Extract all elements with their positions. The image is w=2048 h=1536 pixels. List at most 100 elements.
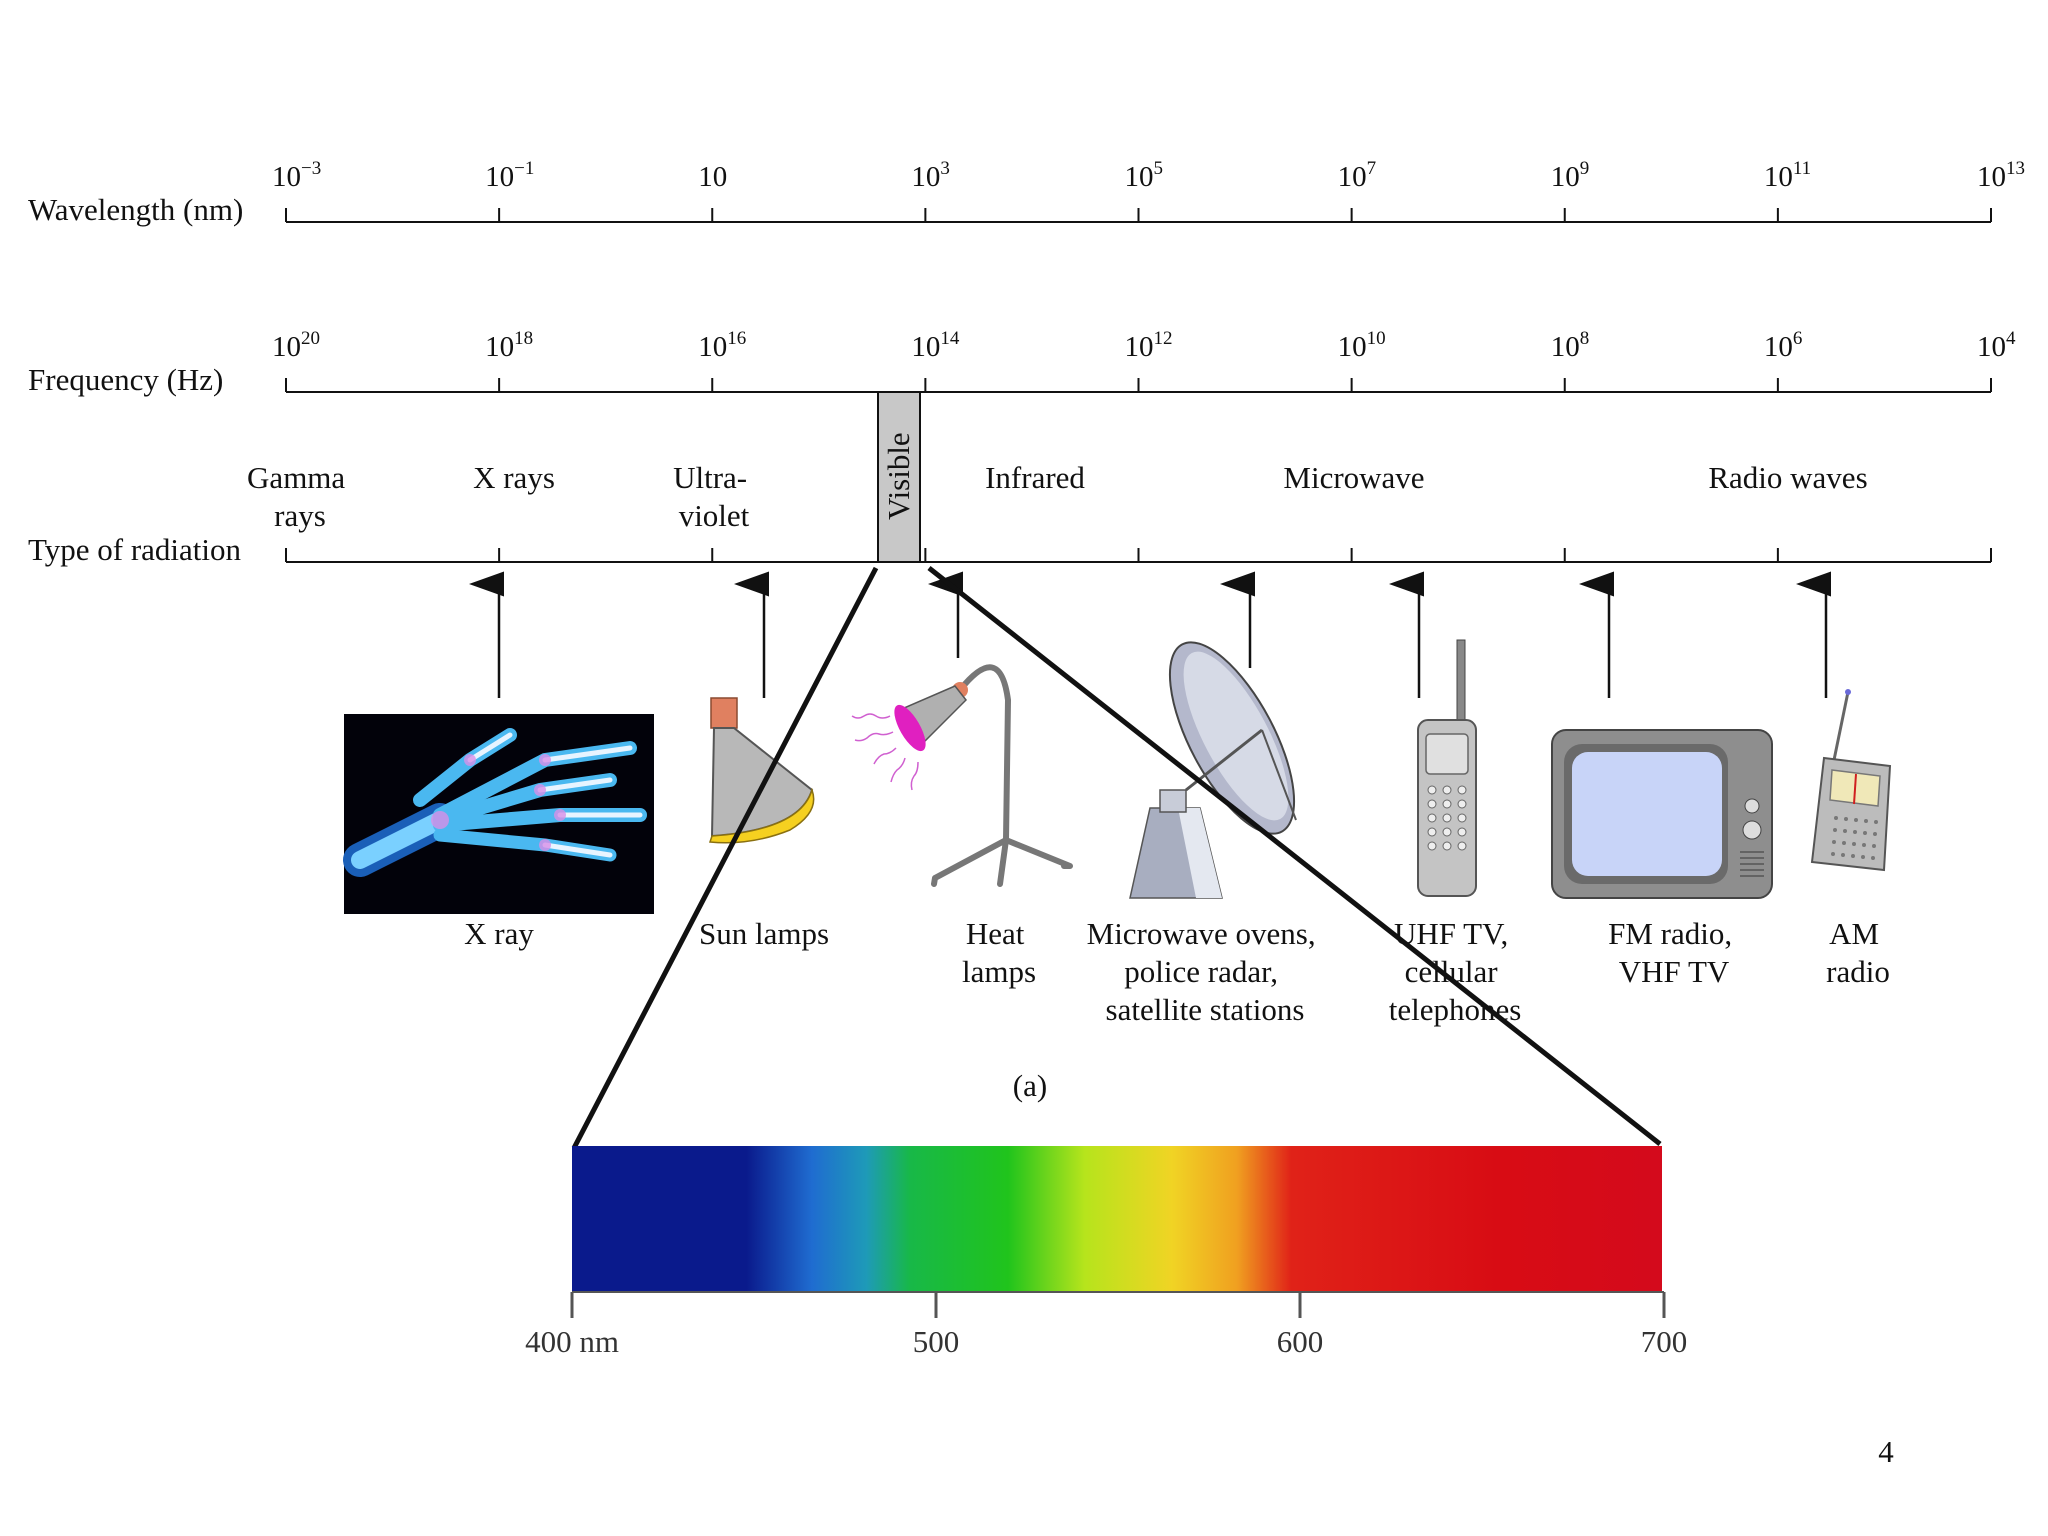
fr-tick-label: 1012	[1125, 328, 1173, 363]
tick-label-exponent: 12	[1154, 328, 1173, 349]
wl-tick-label: 105	[1125, 158, 1164, 193]
application-label-uhf-line2: cellular	[1405, 954, 1499, 989]
tick-label-exponent: 11	[1793, 158, 1811, 179]
visible-band	[877, 391, 921, 563]
spectrum-label-600: 600	[1277, 1324, 1324, 1359]
tick-label-exponent: −1	[514, 158, 534, 179]
application-label-uhf-line1: UHF TV,	[1394, 916, 1508, 951]
application-label-heatlamps: Heat lamps	[962, 916, 1036, 989]
tick-label-exponent: 3	[940, 158, 950, 179]
tick-label-exponent: 10	[1367, 328, 1386, 349]
zoom-line-right	[927, 566, 1662, 1146]
wavelength-axis-label: Wavelength (nm)	[28, 192, 243, 227]
application-label-microwave-line2: police radar,	[1124, 954, 1278, 989]
zoom-line-left	[571, 566, 879, 1150]
application-label-sunlamps: Sun lamps	[699, 916, 829, 951]
tick-label-base: 10	[272, 161, 301, 193]
tick-label-base: 10	[1764, 161, 1793, 193]
radiation-type-gamma: Gamma rays	[247, 460, 353, 533]
figure-caption: (a)	[1013, 1068, 1047, 1103]
radiation-type-xrays: X rays	[473, 460, 555, 495]
radiation-type-gamma-line2: rays	[274, 498, 326, 533]
tick-label-base: 10	[1977, 331, 2006, 363]
radiation-type-ultraviolet-line2: violet	[679, 498, 750, 533]
application-label-xray: X ray	[464, 916, 534, 951]
application-label-am-line2: radio	[1826, 954, 1890, 989]
radiation-type-radio-line1: Radio waves	[1708, 460, 1867, 495]
fr-tick-label: 1018	[485, 328, 533, 363]
television-icon	[1551, 729, 1773, 899]
wl-tick-label: 1011	[1764, 158, 1811, 193]
hand-xray-icon	[343, 714, 654, 914]
radiation-type-ultraviolet: Ultra- violet	[673, 460, 755, 533]
radiation-type-infrared: Infrared	[985, 460, 1085, 495]
tick-label-base: 10	[485, 161, 514, 193]
tick-label-base: 10	[485, 331, 514, 363]
radiation-ticks	[285, 548, 1992, 562]
fr-tick-label: 108	[1551, 328, 1590, 363]
heat-lamp-icon	[851, 664, 1073, 887]
tick-label-exponent: 20	[301, 328, 320, 349]
tick-label-exponent: −3	[301, 158, 321, 179]
radiation-type-infrared-line1: Infrared	[985, 460, 1085, 495]
tick-label-exponent: 8	[1580, 328, 1590, 349]
cell-phone-icon	[1417, 639, 1477, 897]
fr-tick-label: 1014	[911, 328, 960, 363]
tick-label-base: 10	[1551, 161, 1580, 193]
wl-tick-label: 109	[1551, 158, 1590, 193]
tick-label-exponent: 7	[1367, 158, 1377, 179]
page-number: 4	[1878, 1434, 1894, 1469]
tick-label-base: 10	[1125, 331, 1154, 363]
application-label-heatlamps-line2: lamps	[962, 954, 1036, 989]
radiation-type-radio: Radio waves	[1708, 460, 1867, 495]
frequency-axis-label: Frequency (Hz)	[28, 362, 223, 397]
application-label-fm: FM radio, VHF TV	[1608, 916, 1740, 989]
radiation-type-microwave: Microwave	[1283, 460, 1424, 495]
spectrum-label-700: 700	[1641, 1324, 1688, 1359]
application-label-fm-line1: FM radio,	[1608, 916, 1732, 951]
wl-tick-label: 10	[698, 161, 727, 193]
application-label-microwave: Microwave ovens, police radar, satellite…	[1087, 916, 1324, 1027]
application-label-xray-line1: X ray	[464, 916, 534, 951]
spectrum-ticks	[570, 1292, 1666, 1318]
spectrum-label-500: 500	[913, 1324, 960, 1359]
tick-label-base: 10	[698, 161, 727, 193]
visible-band-label: Visible	[881, 432, 916, 520]
radiation-type-microwave-line1: Microwave	[1283, 460, 1424, 495]
application-label-uhf: UHF TV, cellular telephones	[1389, 916, 1522, 1027]
tick-label-base: 10	[1764, 331, 1793, 363]
fr-tick-label: 104	[1977, 328, 2016, 363]
satellite-dish-icon	[1129, 641, 1297, 899]
application-label-sunlamps-line1: Sun lamps	[699, 916, 829, 951]
tick-label-exponent: 14	[940, 328, 960, 349]
am-radio-icon	[1810, 689, 1892, 872]
tick-label-exponent: 6	[1793, 328, 1803, 349]
fr-tick-label: 1010	[1338, 328, 1386, 363]
application-label-am: AM radio	[1826, 916, 1890, 989]
radiation-type-gamma-line1: Gamma	[247, 460, 345, 495]
wl-tick-label: 10−3	[272, 158, 321, 193]
wl-tick-label: 1013	[1977, 158, 2025, 193]
tick-label-exponent: 4	[2006, 328, 2016, 349]
tick-label-base: 10	[1977, 161, 2006, 193]
radiation-type-ultraviolet-line1: Ultra-	[673, 460, 747, 495]
fr-tick-label: 1016	[698, 328, 746, 363]
tick-label-base: 10	[272, 331, 301, 363]
application-label-microwave-line1: Microwave ovens,	[1087, 916, 1316, 951]
wl-tick-label: 10−1	[485, 158, 534, 193]
tick-label-base: 10	[1551, 331, 1580, 363]
tick-label-exponent: 5	[1154, 158, 1164, 179]
tick-label-base: 10	[1338, 331, 1367, 363]
tick-label-exponent: 9	[1580, 158, 1590, 179]
application-arrows	[469, 571, 1831, 698]
fr-tick-label: 1020	[272, 328, 320, 363]
tick-label-base: 10	[698, 331, 727, 363]
wl-tick-label: 107	[1338, 158, 1377, 193]
tick-label-exponent: 16	[727, 328, 746, 349]
radiation-type-xrays-line1: X rays	[473, 460, 555, 495]
wl-tick-label: 103	[911, 158, 950, 193]
fr-tick-label: 106	[1764, 328, 1803, 363]
tick-label-base: 10	[1338, 161, 1367, 193]
